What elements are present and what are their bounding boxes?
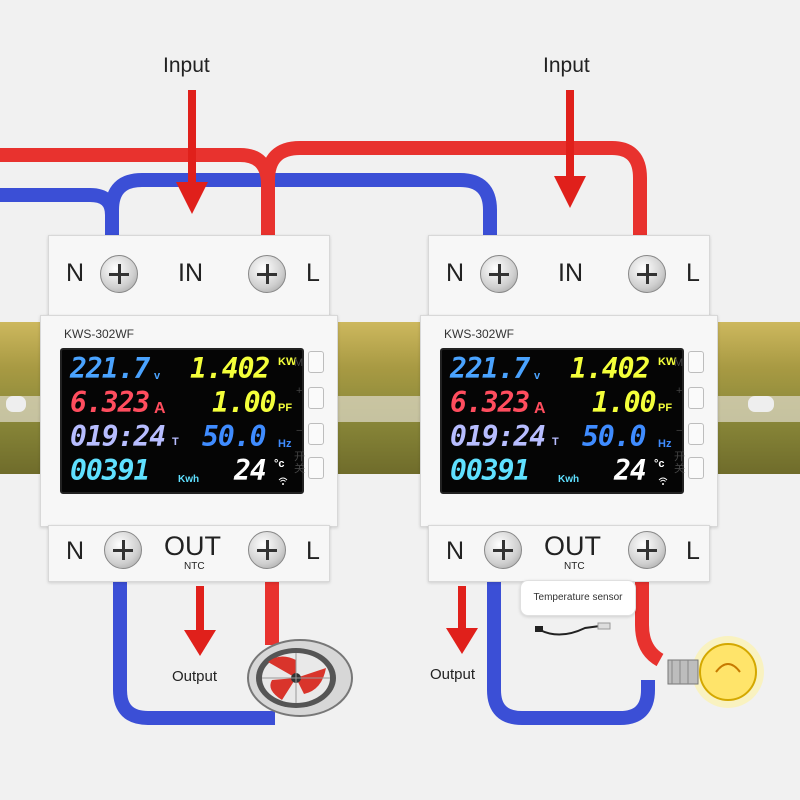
switch-button[interactable] [688, 457, 704, 479]
button-minus-label: − [296, 425, 303, 437]
voltage-value: 221.7 [70, 352, 150, 385]
current-unit: A [534, 400, 546, 417]
wifi-icon [658, 477, 668, 485]
output-arrow-left [184, 586, 216, 656]
minus-button[interactable] [688, 423, 704, 445]
model-label: KWS-302WF [64, 327, 135, 341]
energy-unit: Kwh [178, 474, 200, 485]
button-switch-label: 开关 [294, 451, 305, 475]
terminal-ntc-label: NTC [184, 561, 205, 572]
input-arrow-right [554, 90, 586, 208]
output-label-right: Output [430, 666, 476, 683]
frequency-unit: Hz [658, 438, 672, 450]
output-label-left: Output [172, 668, 218, 685]
voltage-unit: v [154, 370, 161, 382]
terminal-l-label: L [306, 537, 320, 565]
power-value: 1.402 [190, 352, 270, 385]
terminal-out-label: OUT [544, 531, 601, 561]
button-minus-label: − [676, 425, 683, 437]
model-label: KWS-302WF [444, 327, 515, 341]
button-m-label: M [674, 357, 684, 369]
terminal-l-label: L [306, 259, 320, 287]
energy-value: 00391 [70, 454, 150, 487]
temperature-value: 24 [614, 454, 647, 487]
voltage-unit: v [534, 370, 541, 382]
current-value: 6.323 [70, 386, 150, 419]
input-label-right: Input [543, 54, 590, 77]
switch-button[interactable] [308, 457, 324, 479]
power-factor-unit: PF [658, 402, 673, 414]
button-plus-label: + [296, 385, 303, 397]
power-factor-unit: PF [278, 402, 293, 414]
temperature-value: 24 [234, 454, 267, 487]
voltage-value: 221.7 [450, 352, 530, 385]
terminal-n-label: N [446, 259, 465, 287]
power-factor-value: 1.00 [212, 386, 276, 419]
plus-button[interactable] [688, 387, 704, 409]
temperature-unit: °c [274, 458, 285, 470]
button-switch-label: 开关 [674, 451, 685, 475]
plus-button[interactable] [308, 387, 324, 409]
terminal-out-label: OUT [164, 531, 221, 561]
input-label-left: Input [163, 54, 210, 77]
terminal-n-label: N [446, 537, 465, 565]
frequency-unit: Hz [278, 438, 292, 450]
wifi-icon [278, 477, 288, 485]
terminal-n-label: N [66, 537, 85, 565]
button-plus-label: + [676, 385, 683, 397]
input-arrow-left [176, 90, 208, 214]
energy-meter-left: N IN L KWS-302WF 221.7 v 1.402 KW 6.323 … [40, 235, 348, 582]
terminal-in-label: IN [178, 259, 203, 287]
screw-icon [100, 255, 138, 293]
current-unit: A [154, 400, 166, 417]
temperature-sensor-probe [535, 622, 611, 636]
m-button[interactable] [308, 351, 324, 373]
screw-icon [628, 255, 666, 293]
screw-icon [484, 531, 522, 569]
screw-icon [248, 255, 286, 293]
time-unit: T [172, 436, 179, 448]
m-button[interactable] [688, 351, 704, 373]
time-unit: T [552, 436, 559, 448]
power-value: 1.402 [570, 352, 650, 385]
energy-meter-right: N IN L KWS-302WF 221.7 v 1.402 KW 6.323 … [420, 235, 728, 582]
button-m-label: M [294, 357, 304, 369]
screw-icon [104, 531, 142, 569]
terminal-n-label: N [66, 259, 85, 287]
lcd-display: 221.7 v 1.402 KW 6.323 A 1.00 PF 019:24 … [440, 348, 684, 494]
fan-image [247, 639, 353, 717]
power-unit: KW [278, 356, 297, 368]
screw-icon [248, 531, 286, 569]
current-value: 6.323 [450, 386, 530, 419]
minus-button[interactable] [308, 423, 324, 445]
terminal-ntc-label: NTC [564, 561, 585, 572]
energy-unit: Kwh [558, 474, 580, 485]
power-unit: KW [658, 356, 677, 368]
energy-value: 00391 [450, 454, 530, 487]
frequency-value: 50.0 [582, 420, 646, 453]
power-factor-value: 1.00 [592, 386, 656, 419]
terminal-l-label: L [686, 259, 700, 287]
lcd-display: 221.7 v 1.402 KW 6.323 A 1.00 PF 019:24 … [60, 348, 304, 494]
terminal-in-label: IN [558, 259, 583, 287]
light-bulb-image [667, 636, 764, 708]
screw-icon [628, 531, 666, 569]
temperature-unit: °c [654, 458, 665, 470]
time-value: 019:24 [450, 420, 546, 453]
neutral-wire-bottom [113, 575, 275, 725]
time-value: 019:24 [70, 420, 166, 453]
temperature-sensor-label: Temperature sensor [520, 580, 636, 616]
output-arrow-right [446, 586, 478, 654]
frequency-value: 50.0 [202, 420, 266, 453]
terminal-l-label: L [686, 537, 700, 565]
screw-icon [480, 255, 518, 293]
